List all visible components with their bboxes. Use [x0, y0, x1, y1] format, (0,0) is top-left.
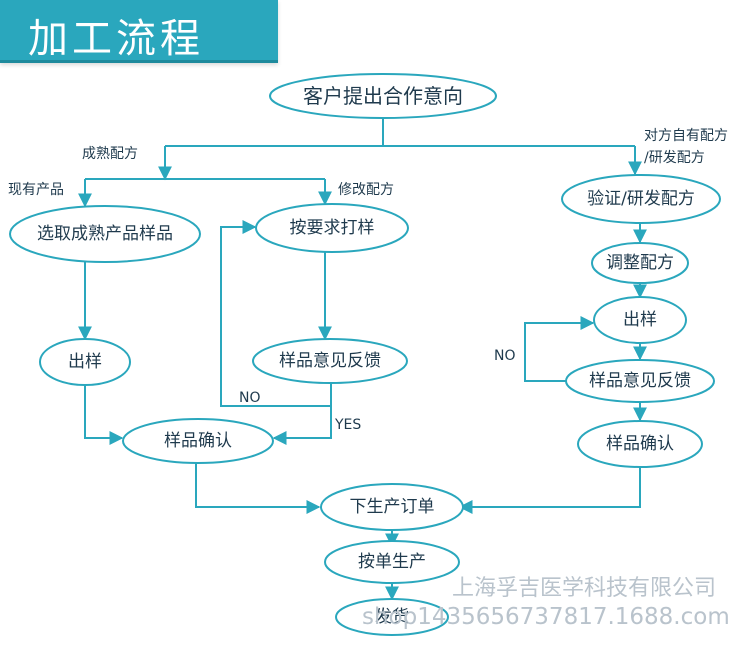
- edge-confirm-left-to-order: [195, 463, 321, 514]
- edge-no-loop-right: [524, 316, 595, 382]
- svg-text:验证/研发配方: 验证/研发配方: [587, 189, 695, 209]
- label-modify-formula: 修改配方: [338, 182, 394, 198]
- node-feedback-right: 样品意见反馈: [565, 359, 715, 403]
- edge-sample-to-confirm: [84, 385, 124, 445]
- svg-text:发货: 发货: [375, 607, 409, 627]
- svg-text:样品确认: 样品确认: [606, 434, 674, 454]
- svg-text:调整配方: 调整配方: [606, 253, 674, 273]
- node-select-sample: 选取成熟产品样品: [9, 205, 201, 263]
- svg-text:按单生产: 按单生产: [358, 552, 426, 572]
- svg-text:按要求打样: 按要求打样: [290, 218, 375, 238]
- label-no-mid: NO: [239, 390, 261, 406]
- node-adjust-formula: 调整配方: [591, 242, 689, 284]
- title-banner: 加工流程: [0, 0, 278, 63]
- edge-confirm-right-to-order: [458, 467, 641, 514]
- svg-text:出样: 出样: [623, 310, 657, 330]
- edge-labels: 成熟配方 现有产品 修改配方 对方自有配方 /研发配方 NO YES NO: [8, 128, 728, 433]
- node-verify-formula: 验证/研发配方: [561, 174, 721, 224]
- node-sample-left: 出样: [39, 338, 131, 386]
- label-no-right: NO: [494, 348, 516, 364]
- watermark-company: 上海孚吉医学科技有限公司: [452, 576, 717, 601]
- svg-text:样品确认: 样品确认: [164, 431, 232, 451]
- svg-text:客户提出合作意向: 客户提出合作意向: [303, 84, 463, 108]
- node-produce-by-order: 按单生产: [324, 540, 460, 584]
- label-mature-formula: 成熟配方: [82, 146, 138, 162]
- svg-text:样品意见反馈: 样品意见反馈: [589, 371, 691, 391]
- node-confirm-right: 样品确认: [577, 420, 703, 468]
- svg-text:选取成熟产品样品: 选取成熟产品样品: [37, 223, 173, 244]
- page-title: 加工流程: [28, 16, 204, 62]
- edge-yes-mid: [272, 406, 332, 445]
- node-start: 客户提出合作意向: [269, 73, 497, 119]
- label-yes-mid: YES: [334, 417, 361, 433]
- edge-no-loop-mid: [220, 220, 332, 407]
- label-own-formula-line2: /研发配方: [644, 150, 705, 166]
- watermark-shop-url: shop1435656737817.1688.com: [362, 604, 730, 630]
- label-own-formula-line1: 对方自有配方: [644, 128, 728, 144]
- flow-edges: [78, 116, 647, 601]
- node-ship: 发货: [335, 598, 449, 636]
- node-confirm-left: 样品确认: [122, 418, 274, 464]
- svg-text:下生产订单: 下生产订单: [350, 497, 435, 517]
- node-feedback-mid: 样品意见反馈: [252, 338, 408, 384]
- node-sample-right: 出样: [593, 296, 687, 344]
- svg-text:出样: 出样: [68, 352, 102, 372]
- svg-text:样品意见反馈: 样品意见反馈: [279, 351, 381, 371]
- node-sample-by-requirement: 按要求打样: [255, 203, 409, 253]
- node-production-order: 下生产订单: [320, 483, 464, 531]
- label-existing-product: 现有产品: [8, 182, 64, 198]
